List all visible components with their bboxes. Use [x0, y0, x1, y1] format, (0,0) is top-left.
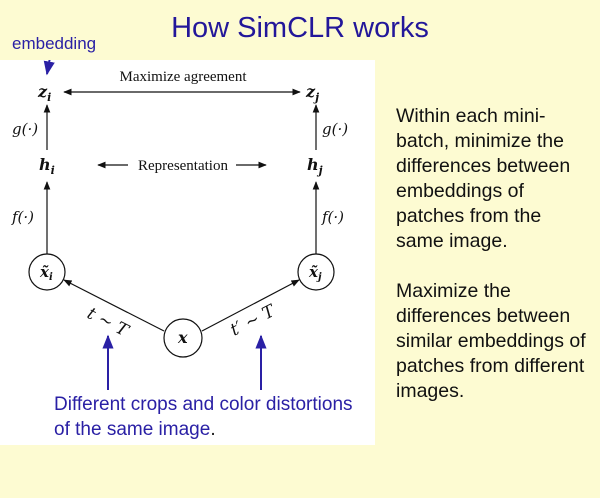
- side-explanation: Within each mini-batch, minimize the dif…: [396, 104, 592, 429]
- f-label-left: f(·): [11, 208, 34, 226]
- x-tilde-i-circle: [28, 253, 66, 291]
- g-label-left: g(·): [12, 120, 38, 138]
- h-j-node: hj: [307, 155, 323, 177]
- caption-text: Different crops and color distortions of…: [54, 394, 353, 440]
- simclr-diagram: zi zj Maximize agreement g(·) g(·) hi hj…: [0, 60, 375, 445]
- x-tilde-j-circle: [297, 253, 335, 291]
- slide-title: How SimCLR works: [171, 12, 429, 44]
- embedding-pointer-arrow: [43, 60, 55, 76]
- z-i-node: zi: [37, 82, 51, 104]
- explanation-paragraph-1: Within each mini-batch, minimize the dif…: [396, 105, 571, 252]
- caption: Different crops and color distortions of…: [54, 392, 364, 442]
- x-tilde-i-node: x̃i: [39, 263, 53, 283]
- augment-arrow-left: [63, 279, 165, 332]
- g-label-right: g(·): [322, 120, 348, 138]
- x-node: x: [177, 328, 188, 347]
- representation-label: Representation: [138, 158, 228, 174]
- z-j-node: zj: [305, 82, 319, 104]
- x-circle: [163, 318, 203, 358]
- augment-arrow-right: [201, 279, 300, 332]
- h-i-node: hi: [39, 155, 55, 177]
- embedding-label: embedding: [12, 34, 97, 53]
- maximize-agreement-label: Maximize agreement: [119, 69, 247, 85]
- f-label-right: f(·): [321, 208, 344, 226]
- caption-period: .: [210, 419, 216, 440]
- explanation-paragraph-2: Maximize the differences between similar…: [396, 280, 586, 402]
- simclr-diagram-svg: zi zj Maximize agreement g(·) g(·) hi hj…: [11, 60, 348, 390]
- augment-label-right: t′ ~ T: [227, 301, 280, 341]
- x-tilde-j-node: x̃j: [308, 263, 322, 283]
